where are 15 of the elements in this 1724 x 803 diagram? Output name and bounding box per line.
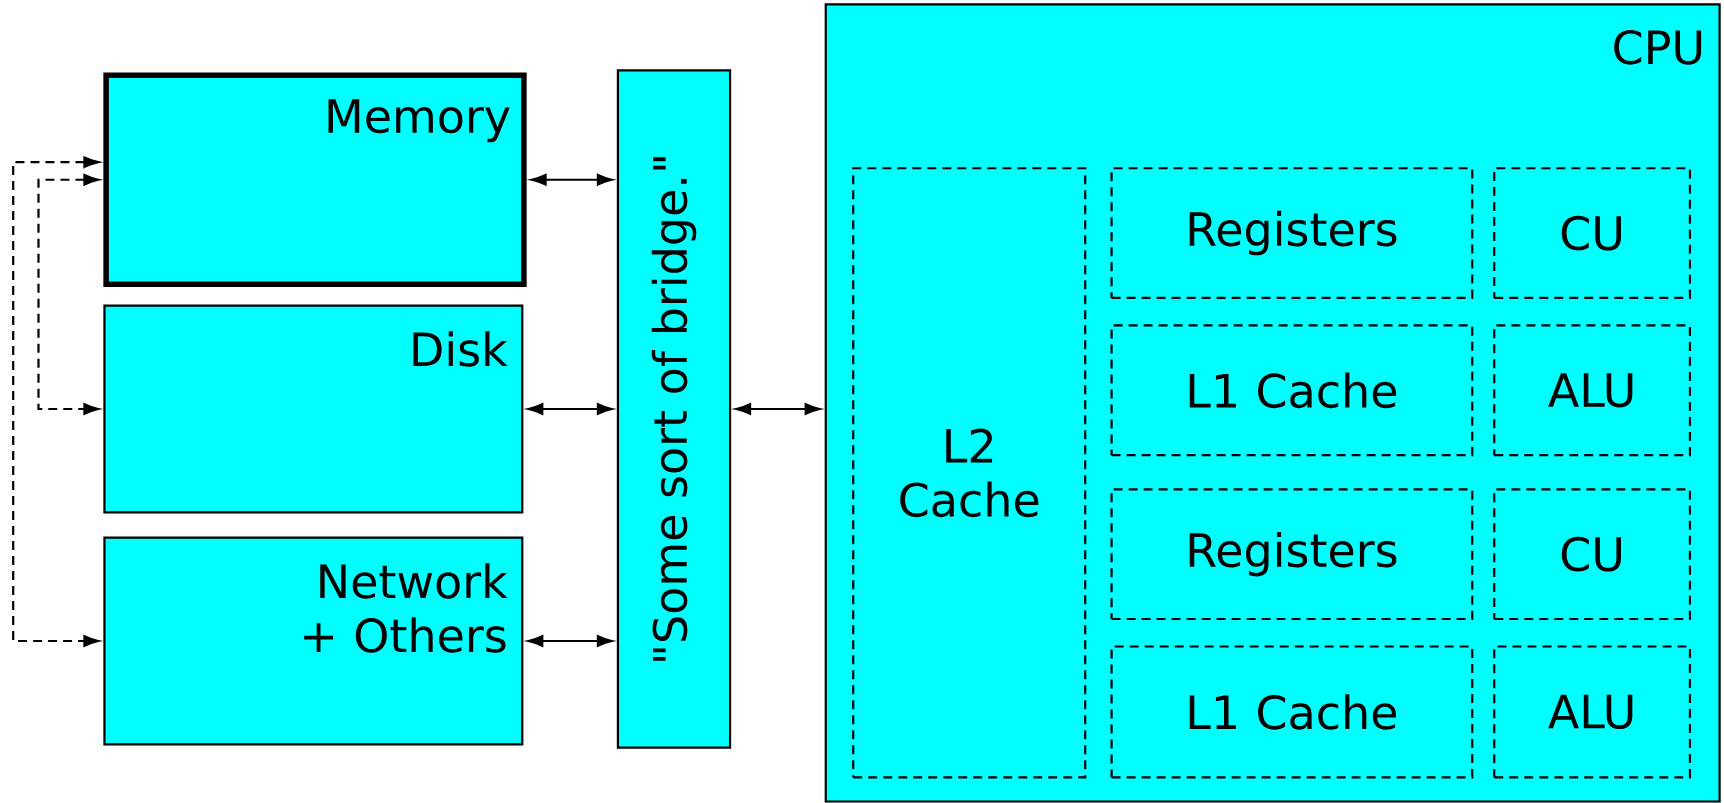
unit-box: ALU xyxy=(1493,324,1692,457)
unit-box: Registers xyxy=(1110,488,1474,621)
component-box: Memory xyxy=(103,72,527,288)
unit-box: Registers xyxy=(1110,167,1474,300)
component-box: Network + Others xyxy=(103,536,524,746)
component-box: Disk xyxy=(103,304,524,514)
unit-box: CU xyxy=(1493,488,1692,621)
unit-box: ALU xyxy=(1493,645,1692,779)
unit-box: L1 Cache xyxy=(1110,324,1474,457)
unit-box: CU xyxy=(1493,167,1692,300)
arrow xyxy=(12,156,100,647)
bridge-box: "Some sort of bridge." xyxy=(616,69,732,749)
unit-box: L2 Cache xyxy=(852,167,1087,779)
unit-box: L1 Cache xyxy=(1110,645,1474,779)
arrow xyxy=(37,174,100,415)
